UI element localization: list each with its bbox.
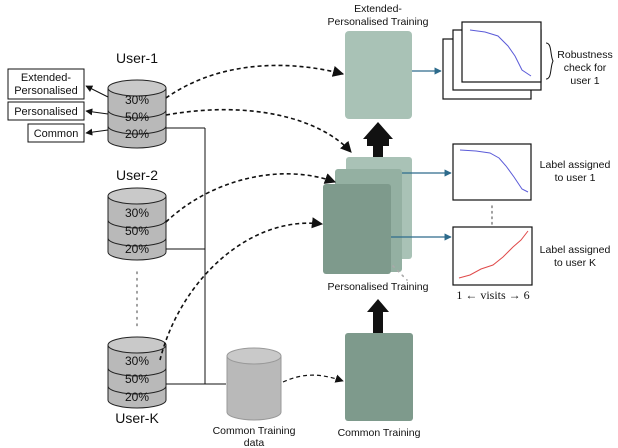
user-k-label: User-K [115, 410, 159, 426]
visits-axis-note: 1 ← visits → 6 [456, 288, 529, 302]
up-arrow-to-extended [363, 122, 393, 160]
common-training-data-database [226, 347, 282, 421]
label-user1-line2: to user 1 [555, 172, 596, 184]
user-2-label: User-2 [116, 167, 158, 183]
split-label-common: Common [27, 123, 85, 143]
split-label-extended: Extended- Personalised [7, 68, 85, 100]
common-training-box [345, 333, 413, 421]
common-training-data-line2: data [244, 437, 265, 448]
split-label-personalised-text: Personalised [14, 106, 78, 118]
dotted-arrow-common-data-to-common-training [282, 374, 344, 383]
user-k-segment-personalised: 50% [125, 372, 149, 386]
robustness-curve [469, 29, 532, 77]
user-1-segment-personalised: 50% [125, 110, 149, 124]
arrow-to-extended-label [85, 85, 109, 98]
personalised-training-stack [323, 157, 412, 274]
arrow-to-common-label [85, 128, 109, 136]
user-2-segment-common: 20% [125, 242, 149, 256]
common-training-title: Common Training [338, 427, 421, 439]
dashed-arrow-user2-to-personalised [165, 173, 337, 223]
common-data-collector-lines [166, 127, 226, 385]
robustness-brace [545, 42, 554, 80]
user-1-database: 30% 50% 20% [107, 79, 167, 149]
split-label-extended-line1: Extended- [21, 72, 71, 84]
dashed-arrow-user1-to-personalised [165, 108, 352, 153]
robustness-text-line2: check for [564, 62, 607, 74]
label-userk-line2: to user K [554, 257, 596, 269]
common-training-data-line1: Common Training [213, 425, 296, 437]
arrow-to-personalised-label [85, 108, 109, 116]
dashed-arrow-userk-to-personalised [159, 217, 324, 361]
user-2-segment-personalised: 50% [125, 224, 149, 238]
robustness-text-line3: user 1 [570, 75, 599, 87]
user-k-curve [458, 230, 529, 279]
user-2-database: 30% 50% 20% [107, 187, 167, 261]
user-k-segment-common: 20% [125, 390, 149, 404]
personalised-training-title: Personalised Training [328, 281, 429, 293]
dashed-arrow-user1-to-extended [165, 64, 345, 99]
robustness-plot-stack [442, 21, 542, 100]
extended-personalised-training-box [345, 31, 412, 119]
user-1-curve [459, 149, 529, 193]
label-userk-line1: Label assigned [540, 244, 611, 256]
user-1-label-plot [452, 143, 532, 201]
user-2-segment-extended: 30% [125, 206, 149, 220]
extended-training-title-line2: Personalised Training [328, 16, 429, 28]
user-k-segment-extended: 30% [125, 354, 149, 368]
user-1-label: User-1 [116, 50, 158, 66]
user-k-label-plot [452, 226, 533, 286]
user-k-database: 30% 50% 20% [107, 336, 167, 409]
split-label-personalised: Personalised [7, 101, 85, 121]
up-arrow-to-personalised [367, 299, 389, 333]
user-1-segment-extended: 30% [125, 93, 149, 107]
split-label-extended-line2: Personalised [14, 85, 78, 97]
extended-training-title-line1: Extended- [354, 3, 402, 15]
user-1-segment-common: 20% [125, 127, 149, 141]
split-label-common-text: Common [34, 128, 79, 140]
robustness-text-line1: Robustness [557, 49, 612, 61]
label-user1-line1: Label assigned [540, 159, 611, 171]
